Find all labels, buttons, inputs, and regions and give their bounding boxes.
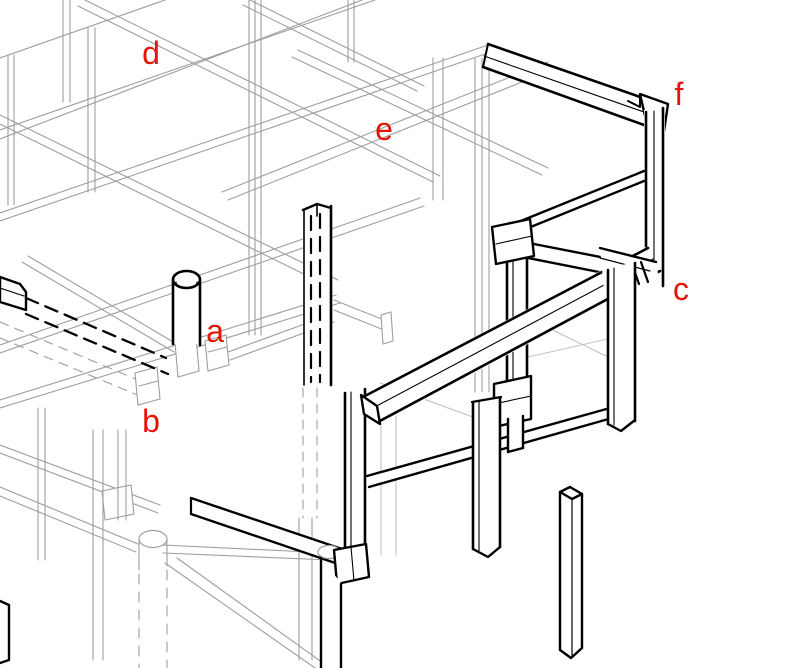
beam-end-box-b: [134, 366, 161, 406]
post-top-small: [347, 0, 355, 63]
post-top-left-a: [62, 0, 71, 103]
label-a: a: [206, 313, 224, 349]
post-bottom-left-3: [117, 429, 127, 521]
tenon-a-box: [204, 334, 230, 372]
freestanding-post: [558, 485, 584, 660]
roof-plate-back: [0, 44, 489, 222]
rail-joint-block: [490, 217, 536, 266]
label-e: e: [375, 111, 393, 147]
highlighted-members: [0, 42, 670, 668]
low-front-rail: [189, 496, 347, 568]
mid-plate-2: [0, 294, 341, 409]
round-post-highlight: [171, 269, 202, 347]
beam-end-face: [359, 393, 382, 426]
roof-joist-3: [242, 0, 425, 92]
beam-at-a: [21, 255, 181, 353]
roof-rail-mid: [221, 61, 553, 201]
post-bottom-left-1: [37, 407, 46, 561]
label-f: f: [675, 76, 684, 112]
post-below-dashed: [302, 387, 318, 519]
stub-beam-right-of-post: [333, 299, 385, 331]
post-top-left-b: [87, 27, 96, 193]
post-far-left: [7, 54, 15, 206]
post-upper-mid: [432, 57, 444, 201]
floor-edge-bottom: [164, 557, 331, 668]
floor-beam-low-1: [0, 444, 161, 514]
post-hidden-edges: [301, 202, 333, 388]
round-column-grey: [138, 529, 168, 668]
floor-beam-low-2: [0, 486, 139, 553]
beam-end-left-edge: [0, 275, 170, 376]
beam-end-box-b-line: [138, 380, 159, 387]
part-labels: a b c d e f: [142, 35, 689, 439]
hidden-beam-b: [0, 321, 141, 397]
label-d: d: [142, 35, 160, 71]
long-diagonal-beam: [359, 246, 662, 426]
label-c: c: [673, 271, 689, 307]
center-post-lower: [470, 395, 503, 559]
tenon-a-line: [207, 346, 228, 353]
foundation-block: [332, 542, 371, 586]
roof-joist-2: [291, 49, 549, 176]
front-left-post: [343, 387, 367, 558]
post-below-foundation: [319, 556, 343, 668]
mid-plate: [0, 197, 425, 354]
corner-box-bottom-left: [0, 599, 11, 665]
label-b: b: [142, 403, 160, 439]
roof-beam-upper-left: [0, 0, 376, 140]
top-beam-right: [481, 42, 670, 133]
post-under-f: [644, 104, 665, 290]
floor-beam-left: [0, 114, 339, 289]
post-center-tall: [248, 0, 262, 336]
post-below-c: [606, 261, 637, 433]
stub-beam-end-box: [380, 311, 394, 345]
post-bottom-left-2: [92, 429, 104, 661]
